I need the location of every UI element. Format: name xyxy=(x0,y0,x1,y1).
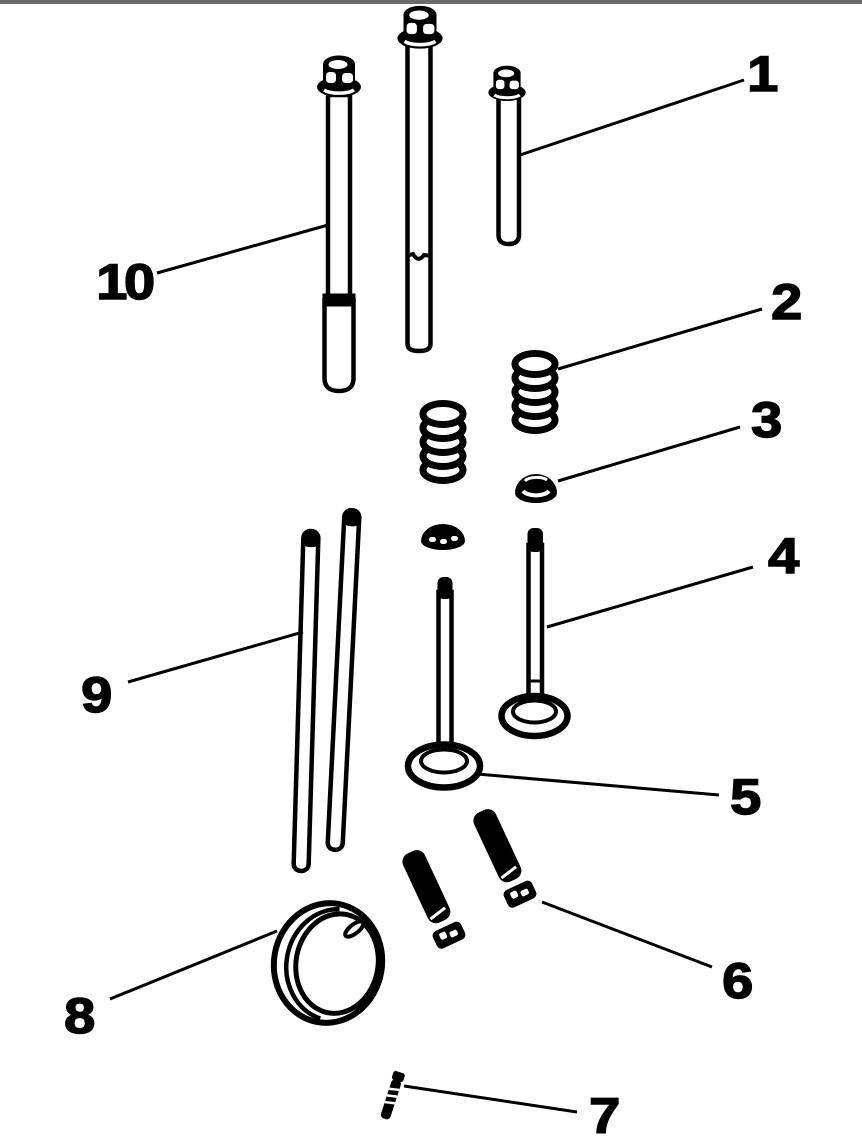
valve-spring-right xyxy=(511,350,559,434)
callout-label-8: 8 xyxy=(63,988,96,1044)
leader-line-10 xyxy=(156,223,329,275)
leader-line-9 xyxy=(127,630,304,684)
pushrod-right xyxy=(325,507,362,853)
short-bolt-right xyxy=(486,64,528,247)
callout-label-9: 9 xyxy=(80,667,113,723)
leader-line-4 xyxy=(546,565,754,629)
pushrod-left xyxy=(291,528,321,874)
valve-right xyxy=(498,528,571,740)
set-screw xyxy=(380,1071,405,1120)
leader-line-3 xyxy=(557,425,741,483)
leader-line-2 xyxy=(557,307,763,371)
mounting-bolt-left xyxy=(402,850,466,949)
valve-spring-left xyxy=(419,400,467,484)
mounting-bolt-right xyxy=(473,809,537,908)
callout-label-3: 3 xyxy=(750,392,783,448)
leader-line-8 xyxy=(109,929,278,1001)
valve-left xyxy=(404,577,484,791)
ring-sleeve xyxy=(270,900,386,1026)
callout-label-7: 7 xyxy=(588,1088,621,1143)
long-bolt-left xyxy=(315,53,363,394)
spring-retainer-right xyxy=(515,474,557,503)
callout-label-6: 6 xyxy=(721,953,754,1009)
callout-label-1: 1 xyxy=(746,46,779,102)
spring-retainer-left xyxy=(421,524,465,550)
callout-label-4: 4 xyxy=(767,528,800,584)
long-bolt-center xyxy=(395,4,445,354)
top-border xyxy=(0,0,862,4)
leader-line-1 xyxy=(519,78,745,157)
leader-lines xyxy=(109,78,763,1114)
callout-label-10: 10 xyxy=(95,254,156,310)
leader-line-6 xyxy=(541,900,713,969)
leader-line-5 xyxy=(476,772,720,797)
callout-label-2: 2 xyxy=(770,274,803,330)
callout-label-5: 5 xyxy=(729,769,762,825)
leader-line-7 xyxy=(403,1084,578,1114)
